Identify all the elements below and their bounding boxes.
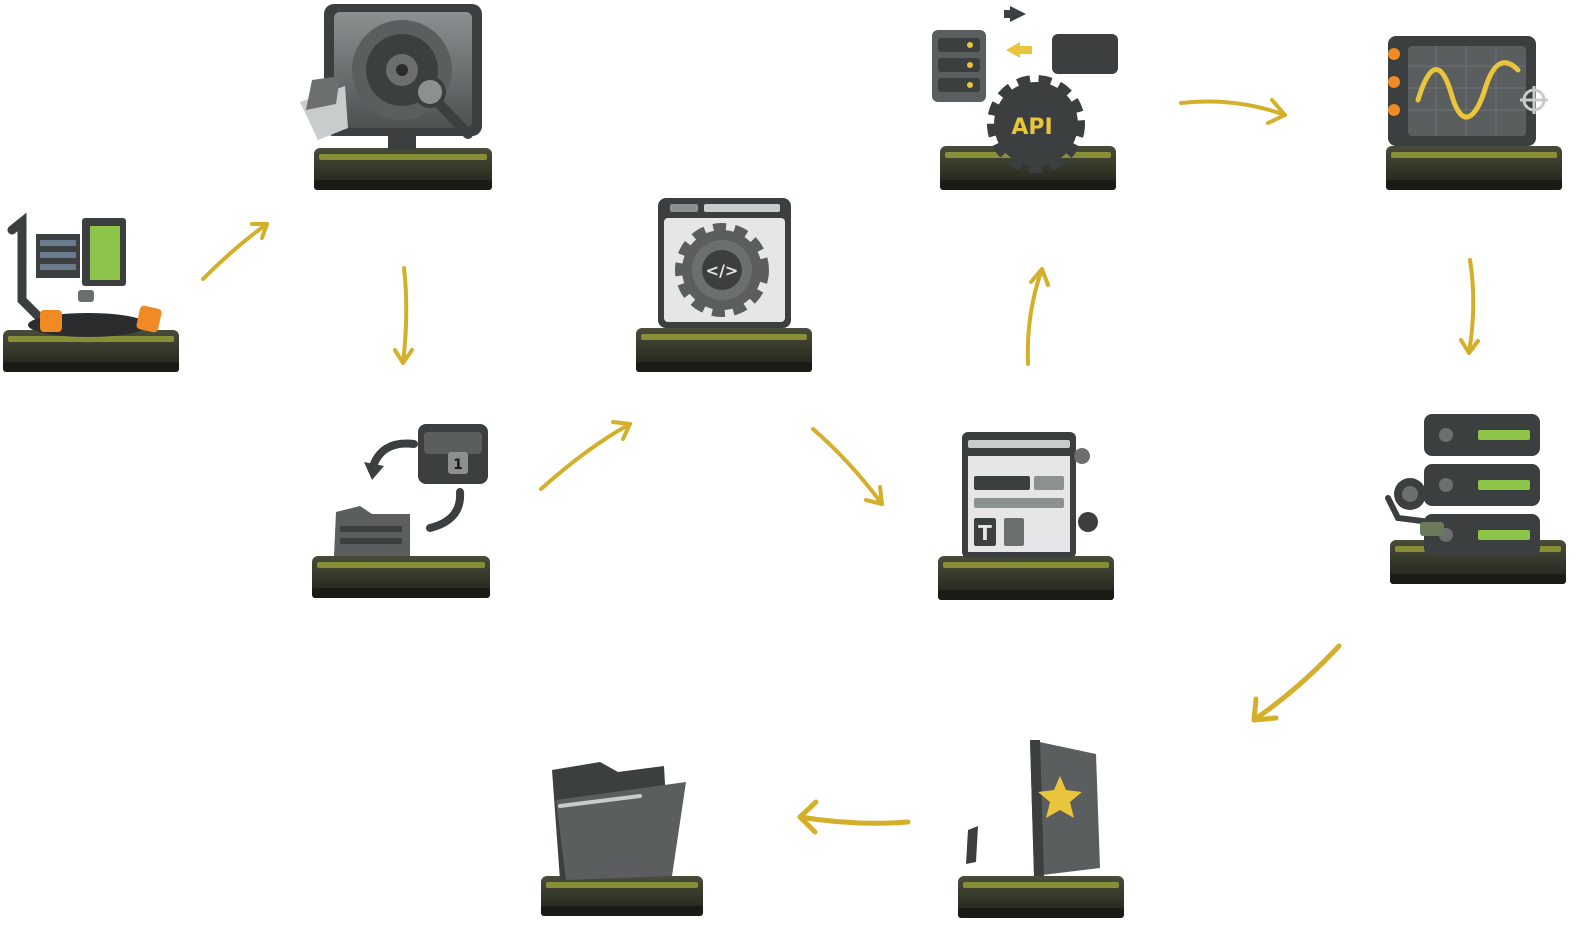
api-gear-icon: API: [932, 6, 1118, 173]
code-gear-window-icon: </>: [658, 198, 791, 328]
pedestal: [1386, 146, 1562, 190]
pedestal: [312, 556, 490, 598]
open-folder-icon: [552, 762, 686, 880]
pedestal: [636, 328, 812, 372]
pedestal: [958, 876, 1124, 918]
api-label: API: [1011, 115, 1052, 140]
pedestal: [938, 556, 1114, 600]
oscilloscope-icon: [1388, 36, 1548, 146]
arrow-code-to-webform: [811, 427, 884, 506]
server-rack-icon: [1385, 414, 1540, 556]
node-signal-monitor: [1386, 36, 1562, 190]
gear-icon: [675, 223, 769, 317]
arrow-syncfolder-to-code: [539, 420, 632, 491]
arrow-dashboard-to-speaker: [201, 222, 269, 281]
arrow-speaker-to-syncfolder: [393, 266, 414, 365]
star-document-icon: [966, 740, 1100, 876]
arrow-webform-to-api: [1025, 267, 1050, 366]
arrows: [201, 98, 1480, 835]
node-sync-folder: 1: [312, 424, 490, 598]
node-open-folder: [541, 762, 703, 916]
node-code-settings: </>: [636, 198, 812, 372]
node-audio-speaker: [300, 4, 492, 190]
node-web-form: T: [938, 432, 1114, 600]
text-tool-label: T: [978, 521, 992, 545]
arrow-api-to-monitor: [1179, 98, 1287, 125]
badge-number: 1: [453, 457, 463, 473]
dashboard-screen-icon: [7, 212, 162, 337]
node-favorite-document: [958, 740, 1124, 918]
pedestal: [314, 148, 492, 190]
pedestal: [541, 876, 703, 916]
node-api-gateway: API: [932, 6, 1118, 190]
arrow-document-to-folder: [797, 799, 911, 835]
folder-sync-icon: 1: [334, 424, 488, 556]
arrow-monitor-to-server: [1459, 258, 1480, 355]
node-dashboard-panel: [3, 212, 179, 372]
pedestal: [3, 330, 179, 372]
node-server-rack: [1385, 414, 1566, 584]
arrow-server-to-document: [1251, 643, 1342, 723]
star-icon: [1038, 776, 1082, 818]
code-brackets-icon: </>: [706, 261, 739, 280]
web-form-icon: T: [962, 432, 1098, 558]
speaker-monitor-icon: [300, 4, 482, 150]
